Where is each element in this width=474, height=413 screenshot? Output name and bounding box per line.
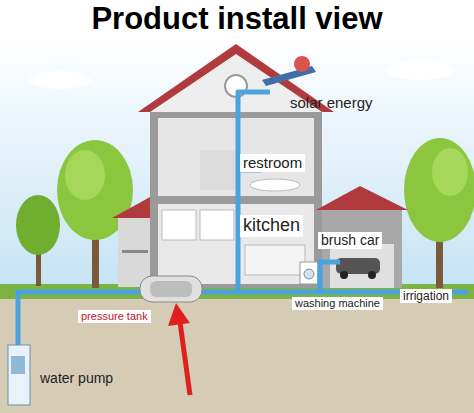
label-text: washing machine [295,297,380,309]
label-box: kitchen [240,215,303,237]
label-box: restroom [240,154,305,172]
label-box: pressure tank [78,310,151,323]
label-text: kitchen [243,215,300,235]
label-text: pressure tank [81,310,148,322]
title: Product install view [0,0,474,38]
label-box: irrigation [400,289,452,303]
label-box: washing machine [292,297,383,310]
label-text: brush car [321,232,379,248]
label-box: brush car [318,232,382,249]
label-text: restroom [243,154,302,171]
label-text: irrigation [403,289,449,303]
plain-label: water pump [40,370,113,386]
plain-label: solar energy [290,94,373,111]
